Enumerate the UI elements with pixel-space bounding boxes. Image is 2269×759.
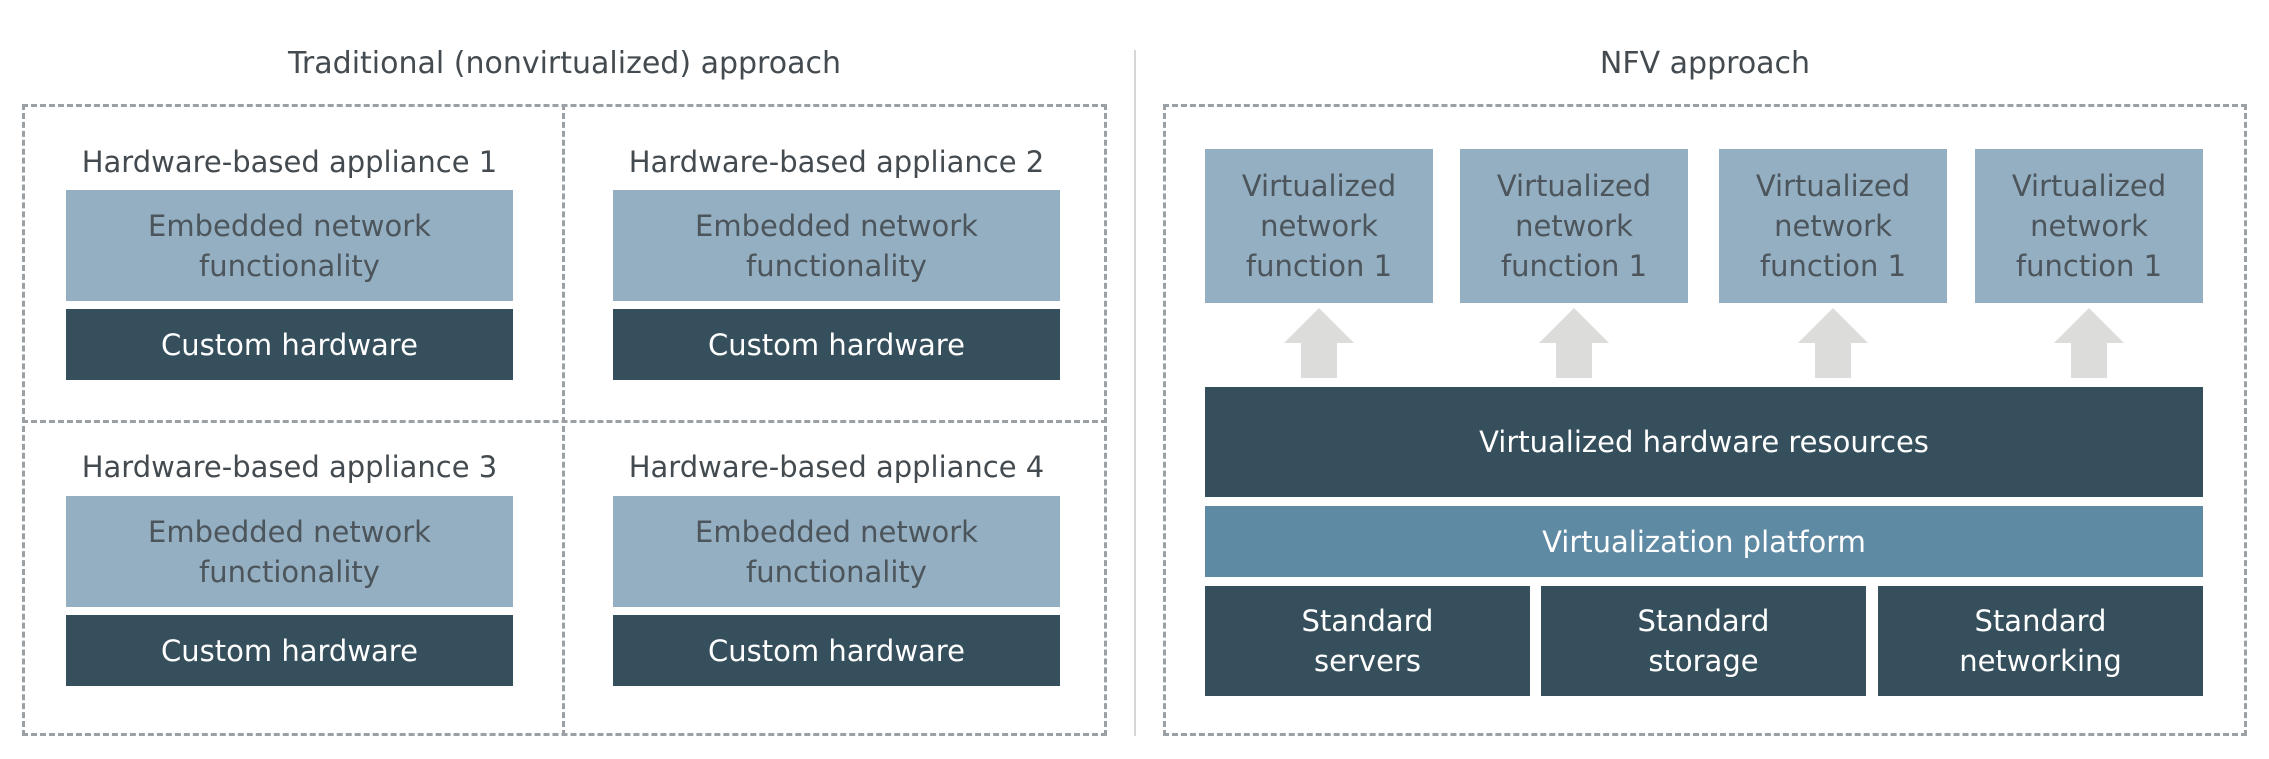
standard-storage: Standard storage (1541, 586, 1866, 696)
virtualization-platform: Virtualization platform (1205, 506, 2203, 577)
section-separator (1134, 50, 1136, 736)
nfv-approach-frame (1163, 104, 2247, 736)
nfv-approach-title: NFV approach (1599, 46, 1811, 81)
appliance-1-embedded-functionality: Embedded network functionality (66, 190, 513, 301)
appliance-3-title: Hardware-based appliance 3 (81, 450, 498, 484)
vnf-box-3: Virtualized network function 1 (1719, 149, 1947, 303)
appliance-3-custom-hardware: Custom hardware (66, 615, 513, 686)
traditional-horizontal-divider (22, 420, 1107, 423)
vnf-box-1: Virtualized network function 1 (1205, 149, 1433, 303)
appliance-4-title: Hardware-based appliance 4 (628, 450, 1045, 484)
vnf-box-2: Virtualized network function 1 (1460, 149, 1688, 303)
up-arrow-icon (1284, 308, 1354, 378)
appliance-2-title: Hardware-based appliance 2 (628, 145, 1045, 179)
up-arrow-icon (1798, 308, 1868, 378)
standard-servers: Standard servers (1205, 586, 1530, 696)
appliance-4-custom-hardware: Custom hardware (613, 615, 1060, 686)
up-arrow-icon (2054, 308, 2124, 378)
virtualized-hardware-resources: Virtualized hardware resources (1205, 387, 2203, 497)
standard-networking: Standard networking (1878, 586, 2203, 696)
appliance-2-custom-hardware: Custom hardware (613, 309, 1060, 380)
appliance-4-embedded-functionality: Embedded network functionality (613, 496, 1060, 607)
traditional-approach-title: Traditional (nonvirtualized) approach (288, 46, 841, 81)
appliance-1-title: Hardware-based appliance 1 (81, 145, 498, 179)
appliance-1-custom-hardware: Custom hardware (66, 309, 513, 380)
vnf-box-4: Virtualized network function 1 (1975, 149, 2203, 303)
up-arrow-icon (1539, 308, 1609, 378)
appliance-2-embedded-functionality: Embedded network functionality (613, 190, 1060, 301)
appliance-3-embedded-functionality: Embedded network functionality (66, 496, 513, 607)
